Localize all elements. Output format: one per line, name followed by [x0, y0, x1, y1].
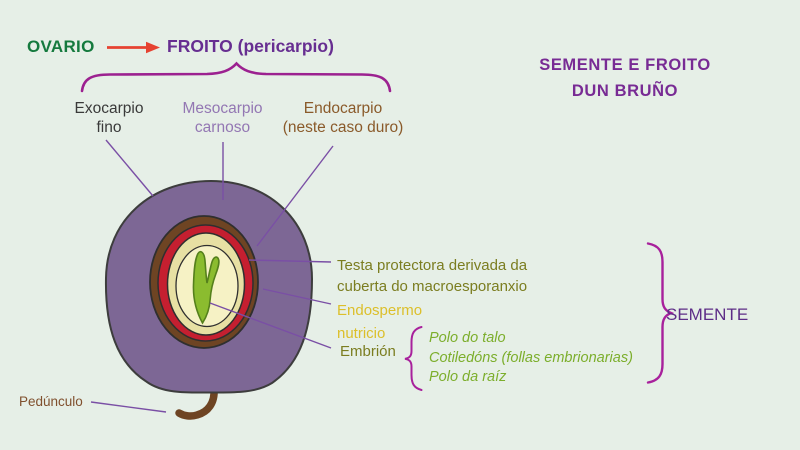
page-title-line1: SEMENTE E FROITO	[539, 56, 711, 74]
embrion-part-cotiledons: Cotiledóns (follas embrionarias)	[429, 349, 633, 366]
froito-label: FROITO (pericarpio)	[167, 36, 334, 56]
endocarpio-label: Endocarpio (neste caso duro)	[268, 100, 418, 138]
testa-leader-line	[248, 259, 332, 263]
testa-label-line1: Testa protectora derivada da	[337, 257, 528, 274]
embrion-part-raiz: Polo da raíz	[429, 369, 507, 385]
embrion-parts-brace	[404, 326, 423, 391]
exocarpio-label: Exocarpio fino	[58, 100, 160, 138]
page-title-line2: DUN BRUÑO	[571, 81, 679, 100]
arrow-icon	[107, 41, 160, 54]
mesocarpio-label: Mesocarpio carnoso	[170, 100, 275, 138]
embryo	[192, 250, 220, 325]
testa-label-line2: cuberta do macroesporanxio	[337, 278, 528, 296]
exocarpio-label-line2: fino	[96, 118, 122, 136]
endospermo-label-line2: nutricio	[337, 324, 386, 342]
embrion-part-talo: Polo do talo	[429, 330, 506, 346]
semente-label: SEMENTE	[666, 305, 749, 324]
endocarpio-label-line1: Endocarpio	[303, 100, 383, 117]
exocarpio-leader-line	[105, 139, 154, 197]
pedunculo-leader-line	[90, 401, 167, 413]
ovario-label: OVARIO	[27, 37, 95, 56]
endospermo-leader-line	[262, 288, 332, 305]
endocarpio-leader-line	[256, 145, 334, 247]
exocarpio-label-line1: Exocarpio	[74, 100, 144, 117]
pericarp-brace	[80, 61, 392, 93]
stem	[175, 385, 218, 420]
embrion-parts-list: Polo do talo Cotiledóns (follas embriona…	[429, 329, 633, 388]
testa-label: Testa protectora derivada da cuberta do …	[337, 255, 527, 298]
mesocarpio-label-line2: carnoso	[194, 118, 251, 136]
endocarpio-label-line2: (neste caso duro)	[282, 118, 404, 136]
mesocarpio-label-line1: Mesocarpio	[182, 100, 263, 117]
semente-brace	[646, 242, 675, 384]
pedunculo-label: Pedúnculo	[19, 394, 83, 409]
leader-lines	[90, 139, 334, 413]
embrion-leader-line	[209, 302, 332, 349]
endospermo-label: Endospermo nutricio	[337, 300, 422, 346]
embrion-label: Embrión	[340, 343, 396, 360]
page-title: SEMENTE E FROITO DUN BRUÑO	[510, 53, 740, 104]
endospermo-label-line1: Endospermo	[337, 302, 423, 319]
